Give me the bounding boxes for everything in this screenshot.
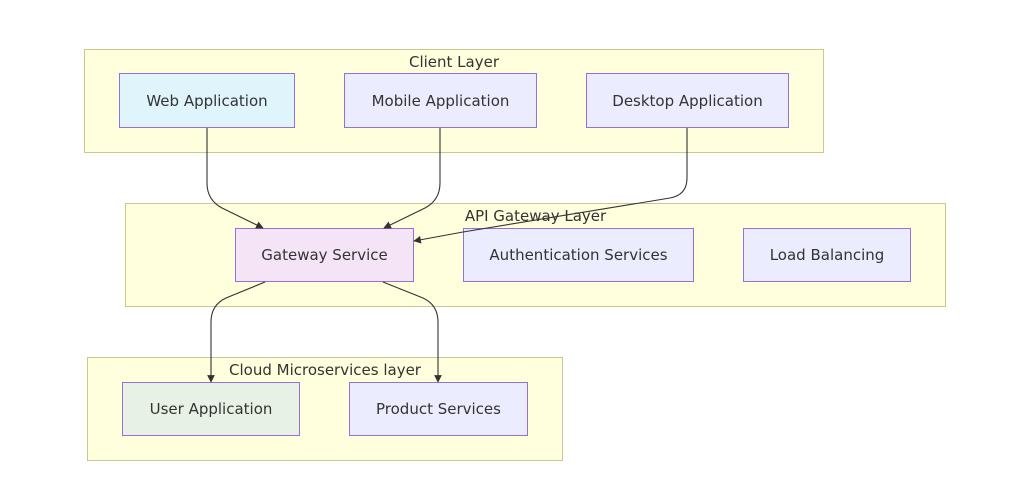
edge-web-to-gateway: [206, 128, 264, 229]
api-gateway-layer-title: API Gateway Layer: [464, 207, 607, 225]
mobile-application-node[interactable]: Mobile Application: [344, 73, 537, 128]
edge-desktop-to-gateway: [413, 128, 688, 244]
user-application-node[interactable]: User Application: [122, 382, 300, 436]
cloud-microservices-layer-title: Cloud Microservices layer: [229, 361, 421, 379]
desktop-application-node[interactable]: Desktop Application: [586, 73, 789, 128]
edge-gateway-to-user-app: [207, 281, 266, 383]
edge-gateway-to-product: [382, 281, 442, 383]
load-balancing-node[interactable]: Load Balancing: [743, 228, 911, 282]
client-layer-title: Client Layer: [408, 53, 499, 71]
gateway-service-node[interactable]: Gateway Service: [235, 228, 414, 282]
edge-mobile-to-gateway: [383, 128, 441, 229]
authentication-services-node[interactable]: Authentication Services: [463, 228, 694, 282]
web-application-node[interactable]: Web Application: [119, 73, 295, 128]
